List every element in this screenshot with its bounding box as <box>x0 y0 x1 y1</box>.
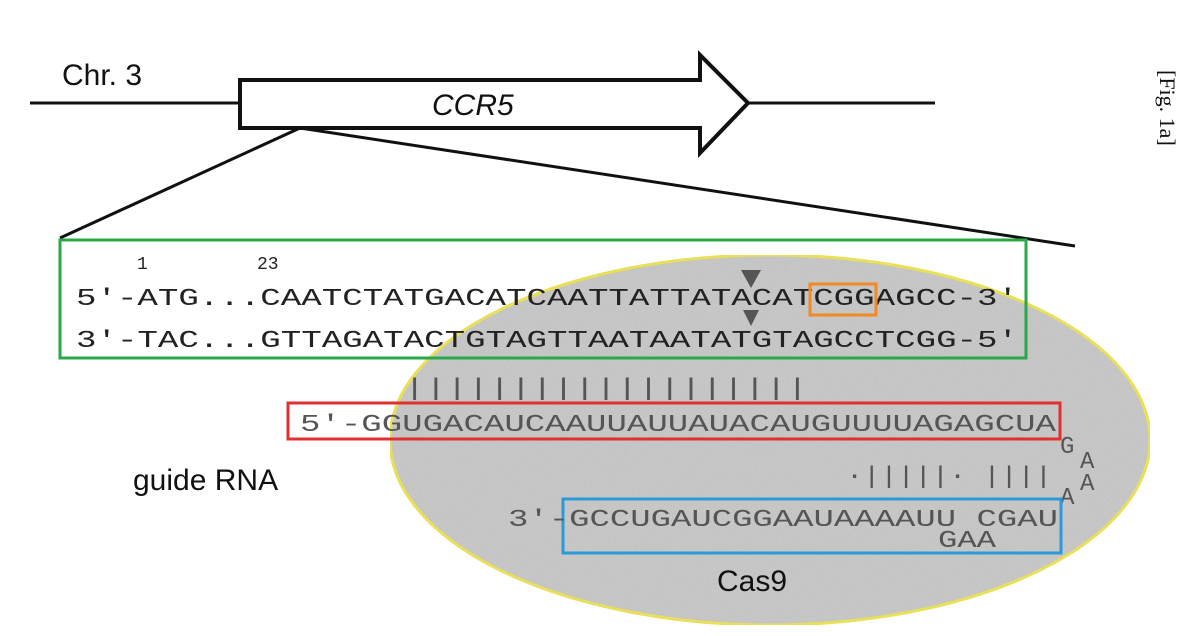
cut-site-top-marker <box>741 270 761 288</box>
guide-rna-label: guide RNA <box>133 464 278 497</box>
loop-top: G <box>1060 434 1074 461</box>
dna-rna-pairing-marks: ||||||||||||||||||| <box>404 376 808 403</box>
dna-top-strand: 5′-ATG...CAATCTATGACATCAATTATTATACATCGGA… <box>76 286 1018 313</box>
position-23-label: 23 <box>257 255 279 275</box>
tracr-box <box>561 497 1063 555</box>
pam-box <box>808 282 878 317</box>
stem-pairing-marks: ·|||||· |||| <box>846 464 1052 491</box>
cut-site-bottom-marker <box>743 310 759 326</box>
dna-box <box>58 238 1028 360</box>
gene-name: CCR5 <box>432 89 514 122</box>
figure-label: [Fig. 1a] <box>1155 70 1180 146</box>
tracr-strand: 3′-GCCUGAUCGGAAUAAAAUU CGAU <box>508 507 1058 534</box>
loop-a3: A <box>1060 485 1075 512</box>
loop-a2: A <box>1080 471 1095 498</box>
guide-rna-strand: 5′-GGUGACAUCAAUUAUUAUACAUGUUUUAGAGCUA <box>300 412 1057 439</box>
dna-bottom-strand: 3′-TAC...GTTAGATACTGTAGTTAATAATATGTAGCCT… <box>76 328 1018 355</box>
zoom-line-right <box>299 126 1076 248</box>
cas9-label: Cas9 <box>717 565 787 598</box>
position-1-label: 1 <box>137 255 148 275</box>
chromosome-label: Chr. 3 <box>62 59 142 92</box>
tracr-bulge: GAA <box>938 528 997 555</box>
loop-a1: A <box>1080 449 1095 476</box>
guide-box <box>286 401 1062 441</box>
zoom-line-left <box>59 126 301 240</box>
gene-arrow <box>238 50 751 158</box>
